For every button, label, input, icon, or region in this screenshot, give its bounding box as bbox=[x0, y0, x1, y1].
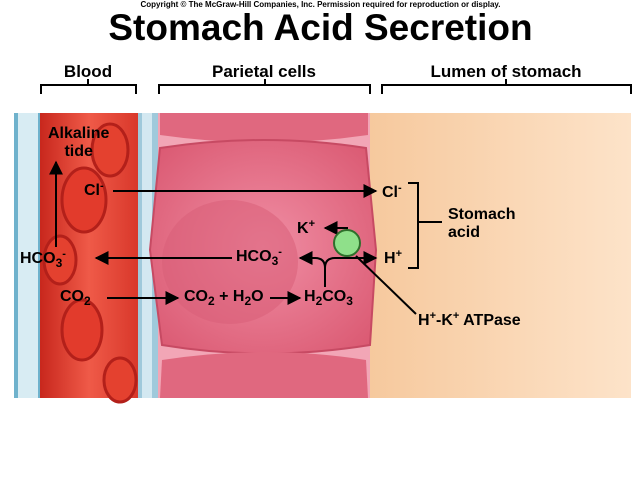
cell-nucleus bbox=[162, 200, 298, 324]
red-blood-cell bbox=[102, 356, 138, 404]
copyright-notice: Copyright © The McGraw-Hill Companies, I… bbox=[140, 0, 501, 9]
atpase-pointer-line bbox=[355, 255, 417, 315]
region-label-parietal-cells: Parietal cells bbox=[212, 62, 316, 81]
co2-blood-label: CO2 bbox=[60, 288, 91, 308]
cl-lumen-label: Cl- bbox=[382, 182, 402, 201]
region-bracket-lumen bbox=[381, 79, 632, 94]
stomach-acid-line2: acid bbox=[448, 224, 481, 241]
stomach-acid-line1: Stomach bbox=[448, 206, 516, 223]
parietal-cell-bottom bbox=[160, 352, 368, 398]
red-blood-cell bbox=[60, 166, 108, 234]
hco3-blood-label: HCO3- bbox=[20, 248, 66, 270]
red-blood-cell bbox=[90, 122, 130, 178]
atpase-label: H+-K+ ATPase bbox=[418, 310, 521, 329]
region-label-lumen: Lumen of stomach bbox=[430, 62, 582, 81]
h2co3-label: H2CO3 bbox=[304, 288, 353, 308]
co2-h2o-label: CO2 + H2O bbox=[184, 288, 264, 308]
alkaline-tide-label: Alkaline tide bbox=[48, 125, 109, 161]
region-label-blood: Blood bbox=[63, 62, 113, 81]
cl-blood-label: Cl- bbox=[84, 180, 104, 199]
red-blood-cell bbox=[60, 298, 104, 362]
lumen-area bbox=[360, 113, 631, 398]
page-title: Stomach Acid Secretion bbox=[108, 7, 533, 48]
h-ion-label: H+ bbox=[384, 248, 402, 267]
stomach-acid-bracket bbox=[408, 182, 419, 269]
parietal-cell-top bbox=[160, 113, 368, 143]
red-blood-cell bbox=[42, 234, 78, 286]
alkaline-tide-line1: Alkaline bbox=[48, 125, 110, 142]
h2co3-dissociation-h-arrow bbox=[324, 251, 378, 269]
blood-vessel bbox=[14, 113, 160, 404]
region-bracket-blood bbox=[40, 79, 137, 94]
parietal-cell-layer bbox=[148, 113, 378, 398]
region-bracket-parietal bbox=[158, 79, 371, 94]
stomach-acid-label: Stomach acid bbox=[448, 206, 516, 242]
proton-pump-icon bbox=[333, 229, 361, 257]
k-ion-label: K+ bbox=[297, 218, 315, 237]
alkaline-tide-line2: tide bbox=[64, 143, 93, 160]
hco3-cell-label: HCO3- bbox=[236, 246, 282, 268]
